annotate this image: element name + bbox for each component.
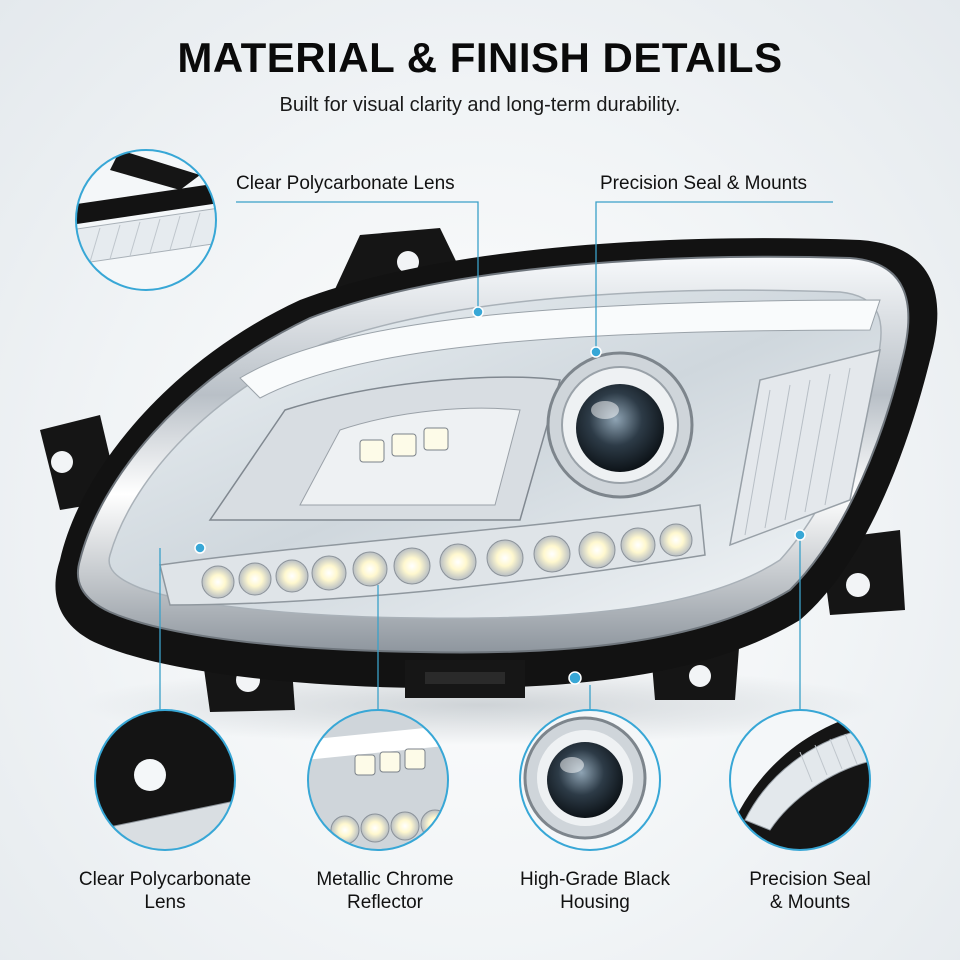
bottom-callout-lines [159, 529, 806, 710]
reflector-leds [359, 427, 449, 463]
reflector-inner [299, 407, 521, 506]
label-line: Lens [144, 892, 186, 913]
callout-label-chrome-bottom: Metallic Chrome Reflector [290, 868, 480, 914]
lens-detail-magnifier [75, 149, 217, 291]
callout-label-housing-bottom: High-Grade Black Housing [495, 868, 695, 914]
callout-label-lens-bottom: Clear Polycarbonate Lens [60, 868, 270, 914]
projector-lens [546, 351, 694, 499]
led-bar-leds [201, 523, 693, 599]
label-line: High-Grade Black [520, 869, 670, 890]
connector-label [425, 672, 505, 684]
seal-mount-magnifier [729, 709, 871, 851]
drl-strip [239, 299, 881, 399]
chrome-reflector-magnifier [307, 709, 449, 851]
label-line: Metallic Chrome [316, 869, 454, 890]
grille-lines [744, 367, 851, 536]
label-line: Reflector [346, 892, 424, 913]
page-subtitle: Built for visual clarity and long-term d… [279, 94, 681, 116]
projector-lens-magnifier [519, 709, 661, 851]
label-line: Housing [560, 892, 630, 913]
callout-label-seal-bottom: Precision Seal & Mounts [720, 868, 900, 914]
page-title: MATERIAL & FINISH DETAILS [177, 34, 783, 81]
top-callout-lines [236, 201, 833, 358]
label-line: Clear Polycarbonate [78, 869, 252, 890]
callout-label-lens-top: Clear Polycarbonate Lens [236, 173, 455, 194]
label-line: & Mounts [769, 892, 851, 913]
turn-signal-grille [729, 348, 881, 547]
callout-label-seal-top: Precision Seal & Mounts [600, 173, 807, 194]
label-line: Precision Seal [749, 869, 871, 890]
